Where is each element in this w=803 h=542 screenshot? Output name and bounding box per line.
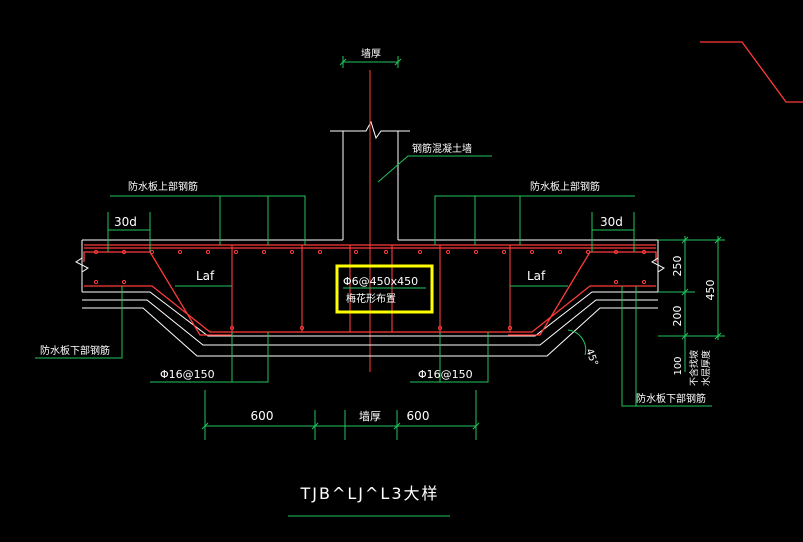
break-right (651, 257, 665, 273)
note-waterproof-1: 不含找坡 (688, 350, 700, 386)
laf-right-label: Laf (527, 269, 546, 283)
dim-100: 100 (673, 356, 684, 375)
rebar-group (83, 244, 657, 336)
dim-200: 200 (671, 306, 684, 327)
lap-dim-left (107, 212, 151, 252)
concrete-wall-leader (377, 155, 492, 183)
drawing-title: TJB^LJ^L3大样 (299, 484, 439, 503)
concrete-wall-label: 钢筋混凝土墙 (412, 142, 472, 155)
stirrup-spec-label: Φ6@450x450 (343, 275, 418, 288)
lap-right-label: 30d (600, 215, 623, 229)
slab-outline (81, 239, 659, 357)
bar-left-leader (150, 332, 269, 383)
angle-arc (567, 329, 587, 356)
bottom-rebar-right-label: 防水板下部钢筋 (636, 392, 706, 405)
top-rebar-right-label: 防水板上部钢筋 (530, 180, 600, 193)
stirrup-note-label: 梅花形布置 (346, 292, 396, 305)
top-rebar-leaders (110, 195, 635, 245)
wall-thickness-label-top: 墙厚 (361, 47, 381, 60)
lap-dim-right (591, 212, 635, 252)
dim-wall-top (339, 56, 402, 68)
corner-red-line (700, 41, 803, 103)
bar-right-label: Φ16@150 (418, 368, 473, 381)
bottom-rebar-left-leader (35, 286, 123, 359)
bottom-dim-chain (201, 390, 480, 440)
wall-outline (330, 120, 410, 240)
note-waterproof-2: 水层厚度 (700, 350, 712, 386)
break-left (75, 257, 89, 273)
dim-600-left: 600 (251, 409, 274, 423)
wall-thickness-label-bottom: 墙厚 (359, 409, 381, 423)
right-dims (658, 236, 725, 372)
bottom-rebar-left-label: 防水板下部钢筋 (40, 344, 110, 357)
rebar-dots (93, 249, 647, 331)
highlight-box (335, 264, 434, 314)
angle-label: 45° (583, 347, 599, 367)
bar-right-leader (410, 332, 489, 383)
dim-250: 250 (671, 256, 684, 277)
laf-left-label: Laf (196, 269, 215, 283)
lap-left-label: 30d (114, 215, 137, 229)
bottom-rebar-right-leader (621, 286, 712, 407)
dim-450: 450 (704, 280, 717, 301)
bar-left-label: Φ16@150 (160, 368, 215, 381)
top-rebar-left-label: 防水板上部钢筋 (128, 180, 198, 193)
dim-600-right: 600 (407, 409, 430, 423)
